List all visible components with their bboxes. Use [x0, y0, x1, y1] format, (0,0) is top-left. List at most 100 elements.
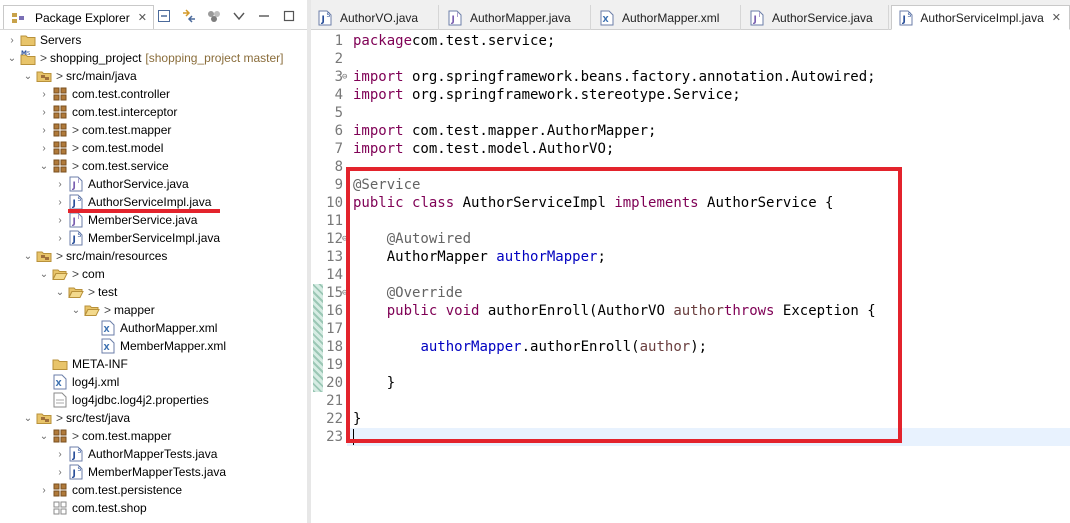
close-icon[interactable]: ✕: [1051, 12, 1061, 24]
code-line: }: [353, 374, 395, 392]
collapse-all-icon[interactable]: [156, 8, 172, 24]
tree-spacer: [86, 337, 98, 355]
code-token: author: [673, 303, 724, 319]
code-token: com.test.model.AuthorVO;: [403, 141, 615, 157]
chevron-down-icon[interactable]: ⌄: [39, 160, 49, 172]
tree-item[interactable]: ⌄>src/test/java: [22, 409, 130, 427]
tree-item[interactable]: ⌄>com: [38, 265, 105, 283]
tree-item[interactable]: ›com.test.persistence: [38, 481, 182, 499]
tree-item[interactable]: ⌄ >src/main/java: [22, 67, 137, 85]
line-number: 16: [326, 303, 343, 319]
chevron-right-icon[interactable]: ›: [42, 124, 46, 136]
chevron-right-icon[interactable]: ›: [58, 466, 62, 478]
package-icon: [52, 122, 68, 138]
open-folder-icon: [84, 302, 100, 318]
view-splitter[interactable]: [307, 0, 311, 523]
chevron-down-icon[interactable]: ⌄: [23, 70, 33, 82]
chevron-down-icon[interactable]: ⌄: [23, 250, 33, 262]
tree-item[interactable]: ⌄>test: [54, 283, 118, 301]
svg-text:S: S: [78, 466, 82, 473]
code-line: import com.test.model.AuthorVO;: [353, 140, 614, 158]
chevron-down-icon[interactable]: ⌄: [39, 430, 49, 442]
tree-item[interactable]: › Servers: [6, 31, 81, 49]
empty-package-icon: [52, 500, 68, 516]
tree-item-label: com.test.shop: [72, 501, 147, 515]
tree-item[interactable]: ›com.test.interceptor: [38, 103, 177, 121]
svg-text:S: S: [78, 448, 82, 455]
chevron-right-icon[interactable]: ›: [42, 88, 46, 100]
close-icon[interactable]: ✕: [137, 11, 147, 24]
chevron-down-icon[interactable]: ⌄: [7, 52, 17, 64]
code-token: org.springframework.stereotype.Service;: [403, 87, 741, 103]
tree-item[interactable]: META-INF: [38, 355, 128, 373]
package-explorer-tab[interactable]: Package Explorer ✕: [3, 5, 154, 29]
chevron-right-icon[interactable]: ›: [58, 232, 62, 244]
code-line: public void authorEnroll(AuthorVO author…: [353, 302, 876, 320]
chevron-right-icon[interactable]: ›: [42, 106, 46, 118]
chevron-right-icon[interactable]: ›: [42, 142, 46, 154]
link-with-editor-icon[interactable]: [181, 8, 197, 24]
tree-item[interactable]: ⌄>com.test.mapper: [38, 427, 172, 445]
chevron-right-icon[interactable]: ›: [42, 484, 46, 496]
tree-item-label: src/main/java: [66, 69, 137, 83]
tree-item[interactable]: ›com.test.controller: [38, 85, 170, 103]
tree-item[interactable]: ⌄>mapper: [70, 301, 155, 319]
fold-toggle-icon[interactable]: ⊖: [342, 288, 348, 298]
svg-text:J: J: [321, 15, 325, 25]
chevron-right-icon[interactable]: ›: [10, 34, 14, 46]
tree-item[interactable]: ›>com.test.mapper: [38, 121, 171, 139]
line-number: 11: [326, 213, 343, 229]
svg-text:J: J: [72, 235, 76, 245]
chevron-down-icon[interactable]: ⌄: [71, 304, 81, 316]
chevron-right-icon[interactable]: ›: [58, 196, 62, 208]
chevron-right-icon[interactable]: ›: [58, 214, 62, 226]
maximize-icon[interactable]: [281, 8, 297, 24]
minimize-icon[interactable]: [256, 8, 272, 24]
tree-item[interactable]: log4jdbc.log4j2.properties: [38, 391, 209, 409]
tree-item[interactable]: ⌄>src/main/resources: [22, 247, 168, 265]
package-icon: [52, 86, 68, 102]
fold-toggle-icon[interactable]: ⊖: [342, 234, 348, 244]
tree-item-label: mapper: [114, 303, 155, 317]
chevron-down-icon[interactable]: ⌄: [55, 286, 65, 298]
editor-tab-label: AuthorService.java: [772, 10, 873, 25]
chevron-down-icon[interactable]: ⌄: [23, 412, 33, 424]
code-token: Exception {: [774, 303, 876, 319]
fold-toggle-icon[interactable]: ⊖: [342, 72, 348, 82]
chevron-right-icon[interactable]: ›: [58, 448, 62, 460]
chevron-down-icon[interactable]: ⌄: [39, 268, 49, 280]
svg-text:J: J: [72, 217, 76, 227]
view-menu-icon[interactable]: [231, 8, 247, 24]
code-token: .authorEnroll(: [521, 339, 640, 355]
line-number: 19: [326, 357, 343, 373]
tree-item-label: com.test.service: [82, 159, 169, 173]
tree-item-label: Servers: [40, 33, 82, 47]
chevron-right-icon[interactable]: ›: [58, 178, 62, 190]
git-dirty-marker: >: [56, 69, 64, 83]
tree-item[interactable]: ›>com.test.model: [38, 139, 163, 157]
line-number: 15: [326, 285, 343, 301]
tree-item[interactable]: com.test.shop: [38, 499, 147, 517]
tree-item[interactable]: ⌄>com.test.service: [38, 157, 169, 175]
focus-icon[interactable]: [206, 8, 222, 24]
svg-text:J: J: [72, 181, 76, 191]
tree-item-label: AuthorMapper.xml: [120, 321, 218, 335]
code-line: @Autowired: [353, 230, 471, 248]
git-dirty-marker: >: [56, 249, 64, 263]
